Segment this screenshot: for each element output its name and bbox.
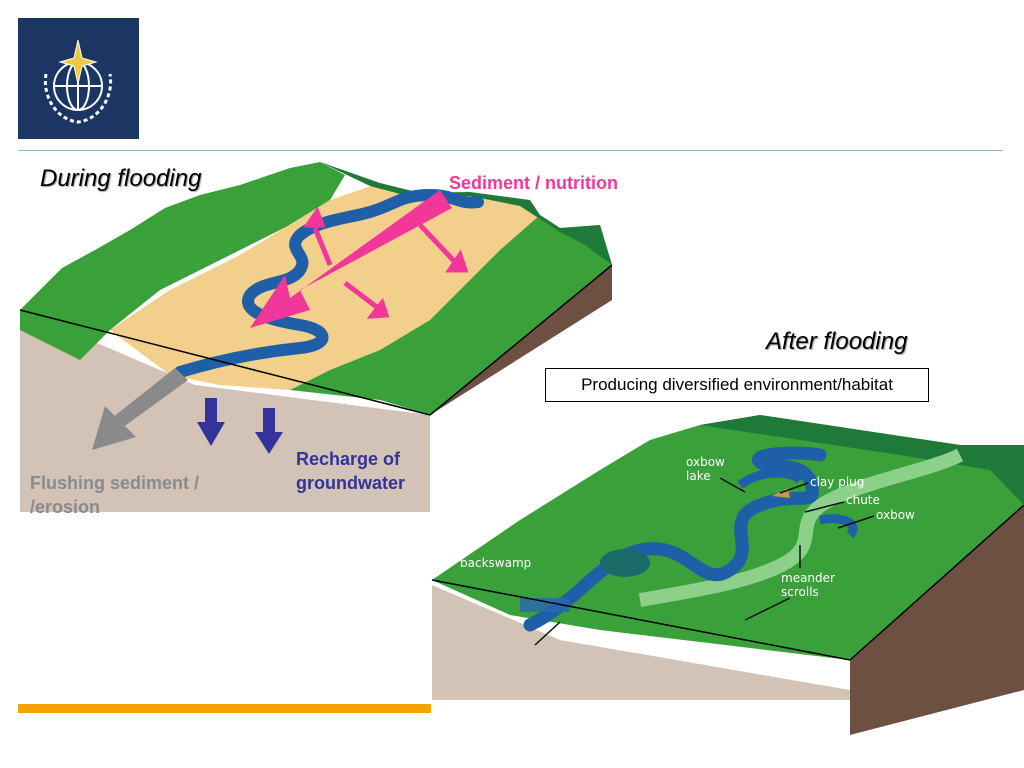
soil-front-face xyxy=(20,310,430,512)
after-outline-side xyxy=(849,504,1024,661)
during-flooding-title: During flooding xyxy=(40,165,202,192)
flushing-line-2: /erosion xyxy=(30,497,101,517)
erosion-arrow xyxy=(92,368,188,450)
after-flooding-title: After flooding xyxy=(766,328,908,355)
clay-plug-label: clay plug xyxy=(810,475,864,489)
left-bank-grass xyxy=(20,162,345,360)
chute-label: chute xyxy=(846,493,880,507)
after-river xyxy=(523,446,827,632)
after-outline-front xyxy=(431,579,851,661)
oxbow-lake-label-1: oxbow xyxy=(686,455,725,469)
bank-outline-side xyxy=(429,264,613,416)
backswamp-pond xyxy=(600,549,650,577)
oxbow-label: oxbow xyxy=(876,508,915,522)
header-divider xyxy=(18,150,1003,151)
after-labels: oxbow lake clay plug chute oxbow backswa… xyxy=(460,455,915,599)
footer-accent-bar xyxy=(18,704,431,713)
recharge-line-2: groundwater xyxy=(296,473,406,493)
river-channel xyxy=(174,188,484,378)
backswamp-area xyxy=(520,598,570,612)
backswamp-label: backswamp xyxy=(460,556,531,570)
recharge-line-1: Recharge of xyxy=(296,449,401,469)
recharge-arrows xyxy=(197,398,283,454)
emblem-icon xyxy=(43,39,113,124)
habitat-box: Producing diversified environment/habita… xyxy=(545,368,929,402)
wmo-logo xyxy=(18,18,139,139)
after-light-strip xyxy=(638,448,964,607)
after-soil-front xyxy=(432,585,850,700)
far-ridge xyxy=(320,162,612,265)
bank-outline xyxy=(19,309,431,416)
sediment-spread-arrows xyxy=(303,206,469,319)
oxbow-lake-label-2: lake xyxy=(686,469,711,483)
recharge-groundwater-label: Recharge of groundwater xyxy=(296,447,405,495)
flushing-sediment-label: Flushing sediment / /erosion xyxy=(30,471,199,519)
after-soil-side xyxy=(850,505,1024,735)
meander-label-2: scrolls xyxy=(781,585,819,599)
sediment-nutrition-label: Sediment / nutrition xyxy=(449,173,618,193)
flushing-line-1: Flushing sediment / xyxy=(30,473,200,493)
label-pointers xyxy=(534,477,875,646)
sediment-main-arrow xyxy=(250,190,452,328)
meander-label-1: meander xyxy=(781,571,835,585)
oxbow-shape xyxy=(819,514,858,539)
oxbow-lake-shape xyxy=(737,468,804,489)
right-bank-grass xyxy=(290,215,612,415)
